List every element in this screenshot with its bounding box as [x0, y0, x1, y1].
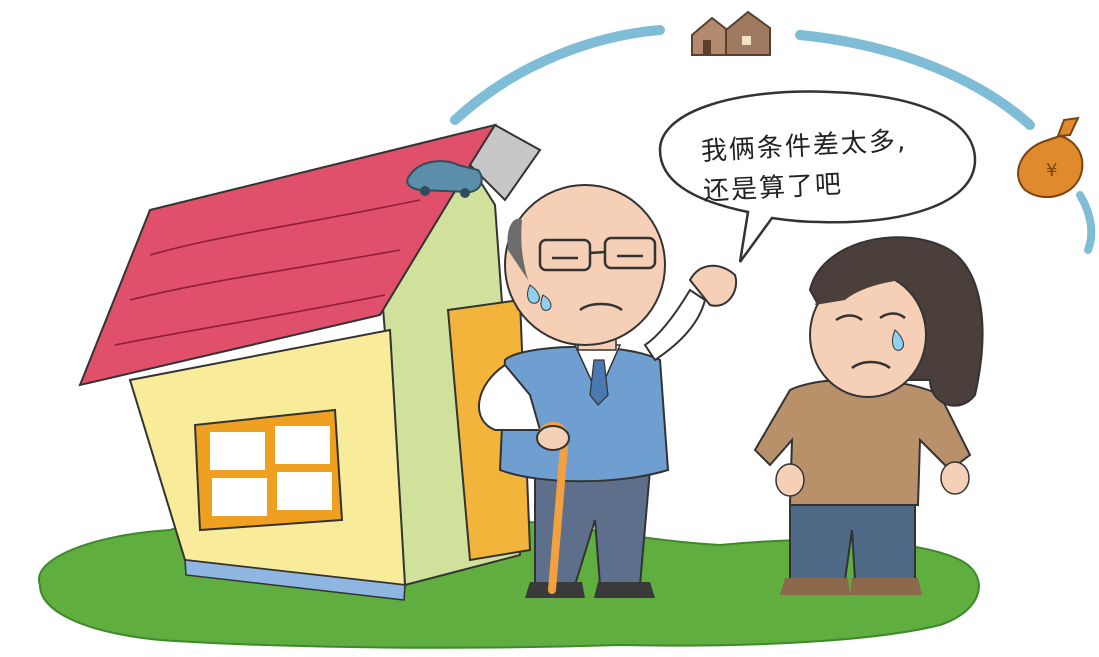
- house-icon: [78, 123, 542, 601]
- car-icon: [406, 160, 483, 198]
- houses-icon: [691, 10, 771, 56]
- old-man-figure: [478, 184, 738, 598]
- speech-bubble-text: 我俩条件差太多, 还是算了吧: [700, 118, 964, 211]
- house-window: [193, 408, 344, 532]
- speech-bubble: [658, 90, 977, 263]
- swoosh-arc-right: [795, 30, 1035, 130]
- woman-figure: [753, 236, 984, 595]
- swoosh-arc-left: [450, 25, 665, 125]
- swoosh-arc-far-right: [1076, 191, 1096, 254]
- money-bag-icon: ¥: [1017, 116, 1084, 199]
- svg-text:¥: ¥: [1046, 160, 1057, 181]
